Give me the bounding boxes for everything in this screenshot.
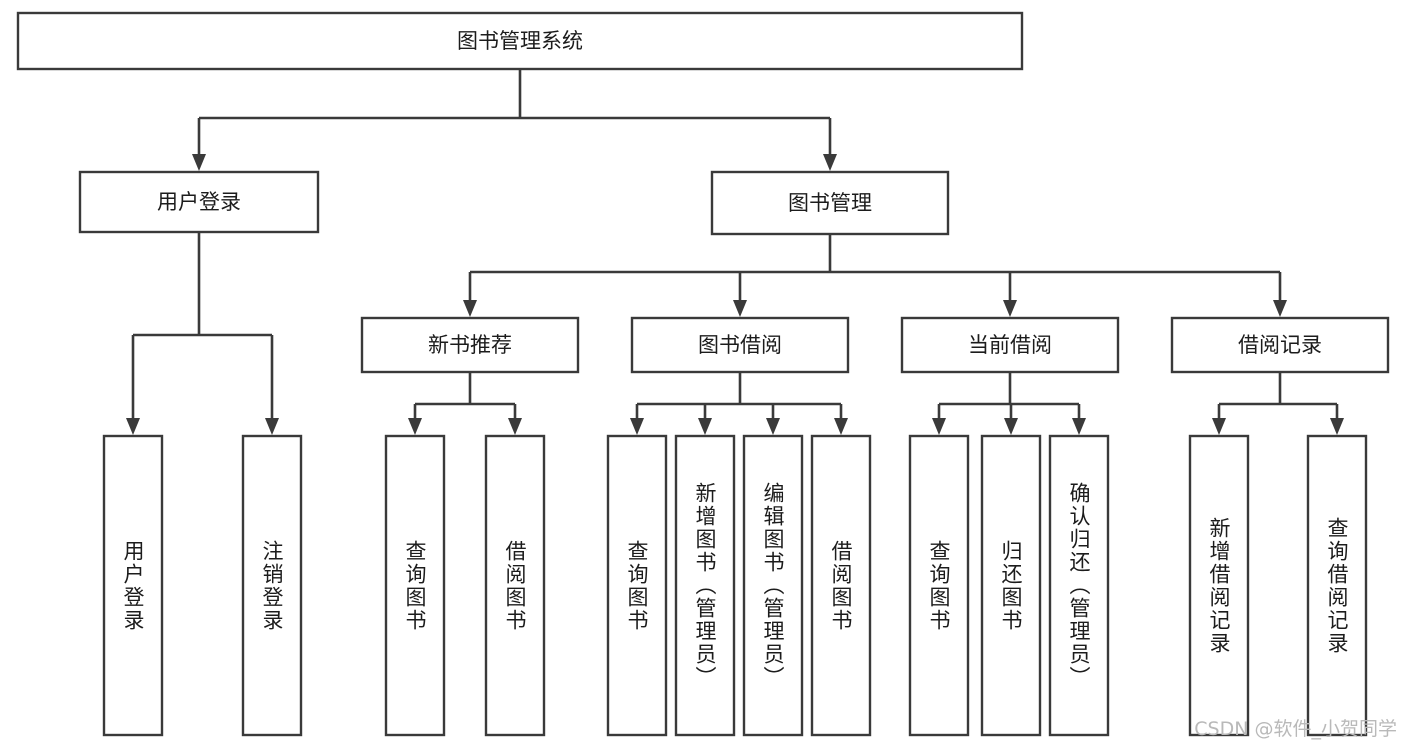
connector-edges	[126, 69, 1344, 435]
node-box-leaf-5[interactable]	[674, 434, 736, 737]
arrow-head-icon-level3-3	[1273, 300, 1287, 317]
arrow-head-icon-leaf-3-2	[1072, 418, 1086, 435]
arrow-head-icon-leaf-3-0	[932, 418, 946, 435]
node-box-leaf-11[interactable]	[1188, 434, 1250, 737]
node-box-leaf-4[interactable]	[606, 434, 668, 737]
node-box-leaf-7[interactable]	[810, 434, 872, 737]
arrow-head-icon-level3-1	[733, 300, 747, 317]
arrow-head-icon-leaf-2-1	[698, 418, 712, 435]
arrow-head-icon-leaf-0-0	[126, 418, 140, 435]
node-box-leaf-1[interactable]	[241, 434, 303, 737]
node-box-level3-1[interactable]	[630, 316, 850, 374]
node-box-leaf-0[interactable]	[102, 434, 164, 737]
node-label-level3-0: 新书推荐	[428, 333, 512, 357]
node-box-level3-0[interactable]	[360, 316, 580, 374]
node-box-leaf-2[interactable]	[384, 434, 446, 737]
node-label-level2-0: 用户登录	[157, 190, 241, 214]
node-label-root: 图书管理系统	[457, 29, 583, 53]
node-label-level3-1: 图书借阅	[698, 333, 782, 357]
node-boxes	[16, 11, 1390, 737]
node-box-leaf-3[interactable]	[484, 434, 546, 737]
node-box-root[interactable]	[16, 11, 1024, 71]
arrow-head-icon-level3-0	[463, 300, 477, 317]
arrow-head-icon-leaf-1-0	[408, 418, 422, 435]
arrow-head-icon-leaf-1-1	[508, 418, 522, 435]
node-box-level2-0[interactable]	[78, 170, 320, 234]
node-box-leaf-9[interactable]	[980, 434, 1042, 737]
node-label-level2-1: 图书管理	[788, 191, 872, 215]
arrow-head-icon-leaf-0-1	[265, 418, 279, 435]
arrow-head-icon-level3-2	[1003, 300, 1017, 317]
node-box-leaf-6[interactable]	[742, 434, 804, 737]
csdn-watermark: CSDN @软件_小贺同学	[1194, 718, 1397, 740]
node-box-level2-1[interactable]	[710, 170, 950, 236]
arrow-head-icon-leaf-4-1	[1330, 418, 1344, 435]
node-box-leaf-8[interactable]	[908, 434, 970, 737]
node-box-leaf-12[interactable]	[1306, 434, 1368, 737]
arrow-head-icon-leaf-4-0	[1212, 418, 1226, 435]
arrow-head-icon-level2-0	[192, 154, 206, 171]
node-label-level3-2: 当前借阅	[968, 333, 1052, 357]
node-box-level3-3[interactable]	[1170, 316, 1390, 374]
arrow-head-icon-level2-1	[823, 154, 837, 171]
arrow-head-icon-leaf-3-1	[1004, 418, 1018, 435]
node-label-level3-3: 借阅记录	[1238, 333, 1322, 357]
node-box-leaf-10[interactable]	[1048, 434, 1110, 737]
arrow-head-icon-leaf-2-2	[766, 418, 780, 435]
arrow-head-icon-leaf-2-0	[630, 418, 644, 435]
node-box-level3-2[interactable]	[900, 316, 1120, 374]
arrow-head-icon-leaf-2-3	[834, 418, 848, 435]
